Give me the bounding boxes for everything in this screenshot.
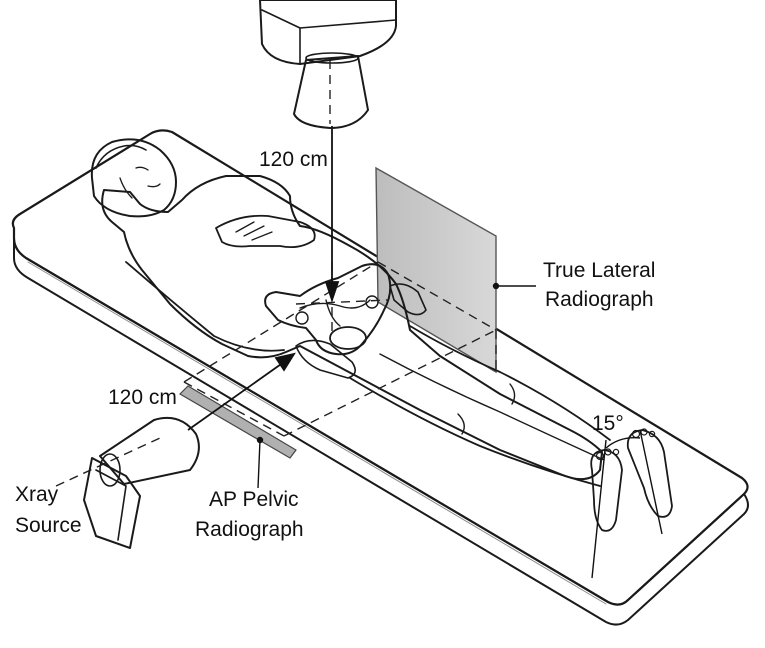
label-distance-side: 120 cm [108,386,177,409]
label-xray-line1: Xray [15,483,59,506]
beam-arrows [187,126,340,431]
leader-lines [256,282,536,489]
label-true-lateral-line2: Radiograph [545,288,654,311]
true-lateral-plate [375,166,497,374]
patient-figure [90,138,673,532]
side-xray-source [83,416,200,549]
ap-pelvic-plate [179,385,297,459]
label-xray-line2: Source [15,514,82,537]
pelvis-bone [264,263,392,356]
text-labels: 120 cm 120 cm True Lateral Radiograph Xr… [15,148,655,541]
exam-table [11,129,749,626]
label-angle: 15° [592,412,624,435]
label-ap-line1: AP Pelvic [209,488,299,511]
foot-angle-lines [591,429,663,579]
label-true-lateral-line1: True Lateral [543,259,655,282]
label-distance-top: 120 cm [259,148,328,171]
label-ap-line2: Radiograph [195,518,304,541]
top-xray-tube [259,0,397,129]
